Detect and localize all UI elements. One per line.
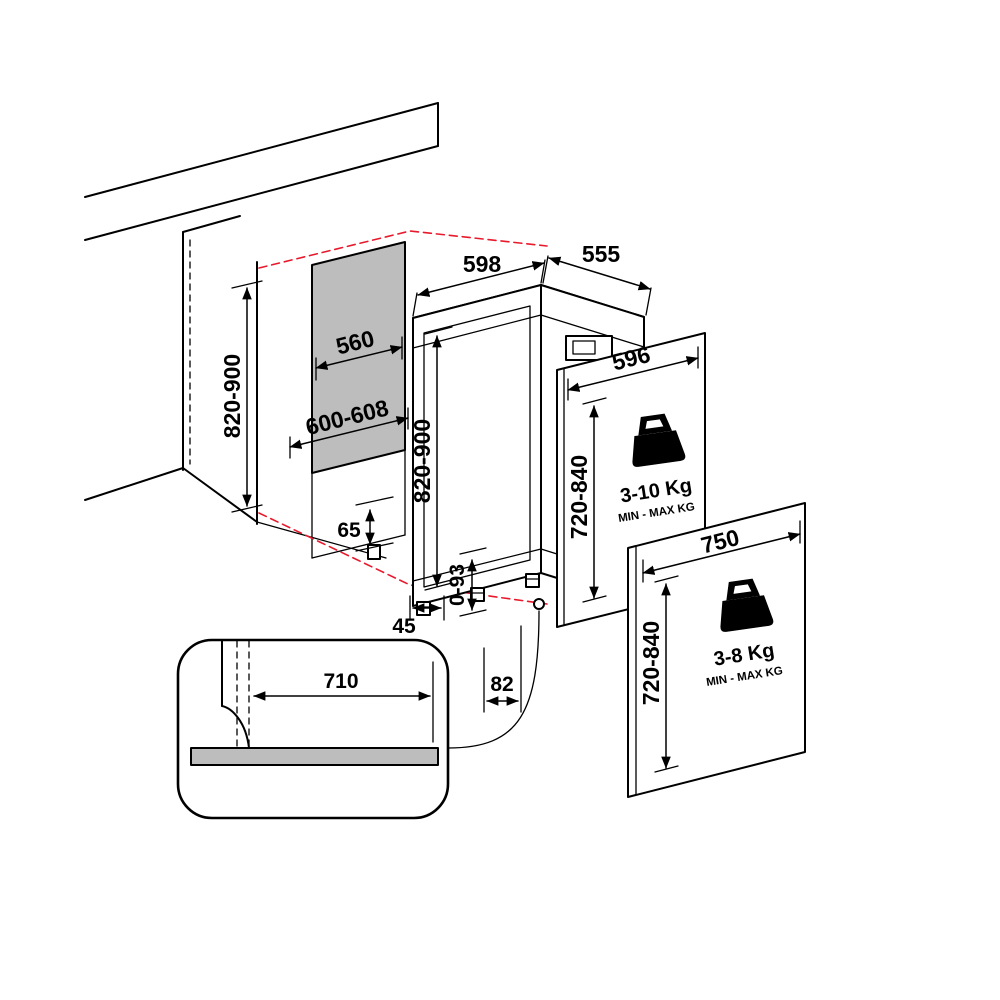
plinth-strip (190, 747, 439, 766)
inset-frame (176, 638, 450, 820)
control-display (565, 335, 613, 361)
dim-plinth-recess: 710 (253, 670, 431, 701)
dim-label-appliance-depth: 555 (582, 241, 621, 267)
dim-label-panel-small-height: 720-840 (566, 455, 592, 539)
dim-label-panel-large-height: 720-840 (638, 621, 664, 705)
dim-label-niche-height: 820-900 (219, 354, 245, 438)
dim-niche-height: 820-900 (219, 280, 263, 513)
inset-leader-curve (447, 610, 540, 749)
left-cabinet-wall (84, 215, 387, 559)
dim-appliance-height: 820-900 (409, 326, 453, 591)
dim-label-appliance-width: 598 (463, 251, 502, 277)
furniture-panel-large: 750 720-840 3-8 Kg MIN - MAX KG (627, 502, 806, 798)
appliance-door-outline (423, 305, 531, 588)
dim-panel-small-height: 720-840 (566, 397, 607, 603)
plinth-inset-detail: 710 (176, 638, 450, 820)
drain-outlet-marker (533, 598, 545, 610)
projection-line-top (258, 230, 548, 269)
rear-foot (367, 544, 381, 560)
dim-label-side-clearance: 45 (392, 615, 416, 638)
dim-appliance-depth: 555 (542, 241, 652, 316)
projection-lines (258, 230, 548, 605)
projection-line-bottom (258, 512, 548, 605)
dim-label-plinth-height: 65 (337, 519, 361, 542)
countertop (84, 102, 439, 241)
dim-side-clearance: 45 (392, 595, 445, 638)
dim-label-feet-adjust: 0-93 (446, 564, 469, 606)
panel-large-face (627, 502, 806, 798)
dim-label-drain-offset: 82 (490, 673, 513, 696)
dim-plinth-height: 65 (337, 496, 394, 552)
dim-label-appliance-height: 820-900 (409, 419, 435, 503)
dim-feet-adjust: 0-93 (446, 547, 487, 617)
dim-panel-large-height: 720-840 (638, 575, 679, 773)
dim-drain-offset: 82 (483, 625, 522, 713)
dim-label-plinth-recess: 710 (323, 670, 358, 693)
dim-appliance-width: 598 (412, 251, 546, 317)
